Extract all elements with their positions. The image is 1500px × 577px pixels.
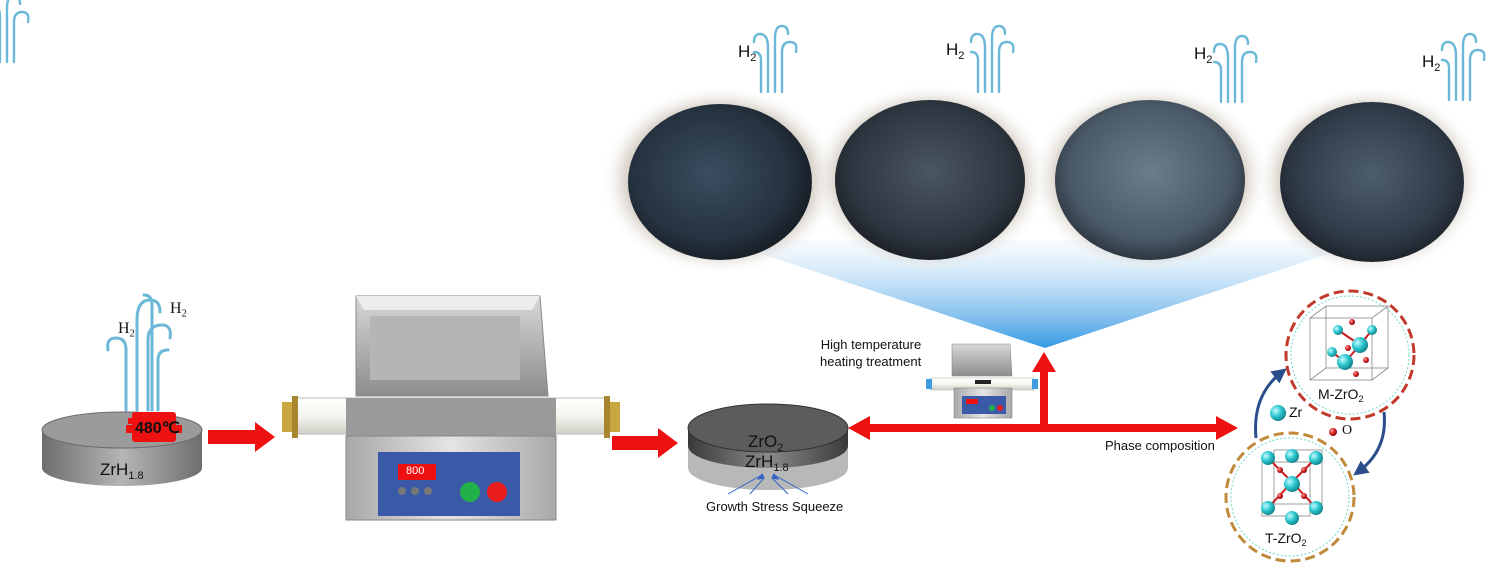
m-zro2-crystal bbox=[1284, 289, 1416, 421]
h2-label: H2 bbox=[1422, 52, 1441, 74]
h2-label: H2 bbox=[118, 320, 135, 340]
cycle-arrow-down bbox=[1353, 411, 1386, 476]
heater-temperature: 480℃ bbox=[135, 420, 180, 437]
h2-flow-icon bbox=[106, 293, 172, 412]
o-atom-icon bbox=[1329, 428, 1337, 436]
arrow-2 bbox=[612, 428, 678, 458]
sample-photo-4 bbox=[1255, 85, 1485, 275]
zro2-zrh-disc bbox=[687, 403, 849, 495]
growth-stress-label: Growth Stress Squeeze bbox=[706, 499, 844, 514]
phase-composition-label: Phase composition bbox=[1105, 438, 1215, 453]
h2-label: H2 bbox=[738, 42, 757, 64]
phase-arrow bbox=[848, 352, 1238, 440]
small-furnace-icon bbox=[926, 343, 1038, 419]
arrow-1 bbox=[208, 422, 275, 452]
tube-furnace-icon bbox=[282, 295, 620, 521]
zr-legend-label: Zr bbox=[1289, 404, 1303, 420]
h2-flow-icon bbox=[0, 0, 30, 64]
cycle-arrow-up bbox=[1254, 368, 1287, 439]
h2-label: H2 bbox=[946, 40, 965, 62]
zr-atom-icon bbox=[1270, 405, 1286, 421]
h2-label: H2 bbox=[1194, 44, 1213, 66]
m-zro2-label: M-ZrO2 bbox=[1318, 386, 1364, 405]
sample-photo-2 bbox=[810, 83, 1050, 273]
h2-label: H2 bbox=[170, 300, 187, 320]
heater-icon bbox=[126, 412, 182, 442]
zrh-layer-label: ZrH1.8 bbox=[745, 452, 789, 474]
projection-fan bbox=[720, 240, 1370, 348]
sample-photo-1 bbox=[600, 85, 840, 275]
heat-treatment-label: High temperature heating treatment bbox=[820, 337, 922, 369]
o-legend-label: O bbox=[1342, 423, 1353, 438]
sample-photo-3 bbox=[1030, 83, 1270, 273]
furnace-display: 800 bbox=[406, 465, 425, 477]
t-zro2-label: T-ZrO2 bbox=[1265, 530, 1307, 549]
t-zro2-crystal bbox=[1224, 431, 1356, 563]
zrh-label: ZrH1.8 bbox=[100, 460, 144, 482]
zro2-label: ZrO2 bbox=[748, 432, 784, 454]
